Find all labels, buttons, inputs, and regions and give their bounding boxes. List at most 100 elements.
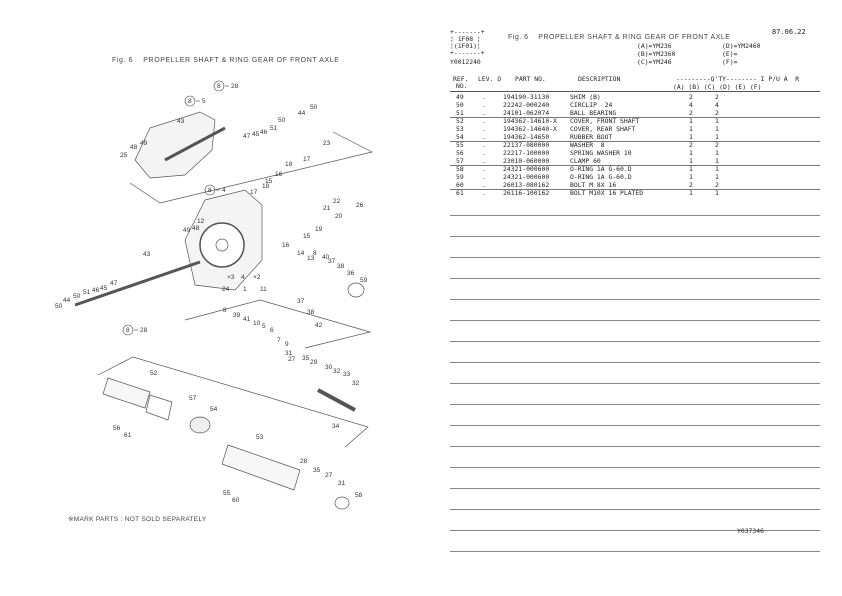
fig-title: Fig. 6 PROPELLER SHAFT & RING GEAR OF FR… xyxy=(508,34,731,41)
header-divider xyxy=(450,91,820,92)
part-callout: 8 xyxy=(223,307,227,314)
ruled-line xyxy=(450,467,820,468)
table-cell-description: RUBBER BOOT xyxy=(570,133,613,141)
part-callout: 23 xyxy=(323,140,331,147)
reference-circle-label: 8 xyxy=(126,327,130,334)
table-cell-qty-b: 1 xyxy=(689,173,693,181)
table-cell-qty-b: 1 xyxy=(689,117,693,125)
date: 87.06.22 xyxy=(772,28,806,36)
table-cell-description: CIRCLIP 24 xyxy=(570,101,613,109)
sheet-box-line: ¦ 1F08 ¦ xyxy=(450,35,481,43)
group-outline-lower xyxy=(97,356,369,448)
part-callout: 35 xyxy=(313,467,321,474)
reference-circle-label: 8 xyxy=(188,98,192,105)
table-cell-description: BOLT M 8X 16 xyxy=(570,181,617,189)
part-callout: 50 xyxy=(55,303,63,310)
table-cell-description: WASHER 8 xyxy=(570,141,605,149)
table-cell-level: . xyxy=(482,141,486,149)
part-callout: 16 xyxy=(275,171,283,178)
part-callout: 28 xyxy=(140,327,148,334)
model-a: (A)=YM236 xyxy=(637,42,672,50)
part-callout: 18 xyxy=(262,183,270,190)
part-callout: 47 xyxy=(243,133,251,140)
part-callout: 32 xyxy=(352,380,360,387)
ruled-line xyxy=(450,509,820,510)
table-cell-qty-d: 1 xyxy=(715,117,719,125)
part-callout: 5 xyxy=(202,98,206,105)
part-callout: 44 xyxy=(298,110,306,117)
ruled-line xyxy=(450,299,820,300)
part-callout: 5 xyxy=(262,323,266,330)
part-callout: 35 xyxy=(302,355,310,362)
group-divider xyxy=(450,165,820,166)
part-callout: 50 xyxy=(278,117,286,124)
table-cell-part-no: 24101-062074 xyxy=(503,109,550,117)
ruled-line xyxy=(450,341,820,342)
part-callout: 60 xyxy=(232,497,240,504)
part-callout: 38 xyxy=(337,263,345,270)
table-cell-part-no: 194362-14650 xyxy=(503,133,550,141)
part-callout: 40 xyxy=(322,254,330,261)
table-cell-level: . xyxy=(482,181,486,189)
part-callout: 37 xyxy=(297,298,305,305)
col-ref: REF. xyxy=(453,75,469,83)
ruled-line xyxy=(450,320,820,321)
part-callout: 14 xyxy=(297,250,305,257)
model-c: (C)=YM246 xyxy=(637,58,672,66)
part-callout: 41 xyxy=(243,316,251,323)
part-callout: 28 xyxy=(300,458,308,465)
ruled-line xyxy=(450,446,820,447)
part-callout: 58 xyxy=(355,492,363,499)
part-callout: 54 xyxy=(210,406,218,413)
reference-circle xyxy=(213,80,225,92)
group-divider xyxy=(450,189,820,190)
figure-title: Fig. 6 PROPELLER SHAFT & RING GEAR OF FR… xyxy=(112,57,340,64)
table-cell-description: CLAMP 60 xyxy=(570,157,601,165)
table-cell-qty-d: 2 xyxy=(715,141,719,149)
table-cell-level: . xyxy=(482,189,486,197)
part-callout: 27 xyxy=(325,472,333,479)
part-callout: 49 xyxy=(140,140,148,147)
part-callout: 33 xyxy=(343,371,351,378)
table-cell-ref-no: 60 xyxy=(456,181,464,189)
table-cell-qty-b: 1 xyxy=(689,133,693,141)
table-cell-qty-b: 1 xyxy=(689,149,693,157)
table-cell-description: O-RING 1A G-60.D xyxy=(570,165,632,173)
group-outline-middle xyxy=(184,299,372,349)
table-cell-level: . xyxy=(482,165,486,173)
part-callout: 45 xyxy=(252,131,260,138)
table-cell-qty-b: 2 xyxy=(689,181,693,189)
table-cell-description: COVER, REAR SHAFT xyxy=(570,125,636,133)
part-callout: 31 xyxy=(338,480,346,487)
part-callout: 16 xyxy=(282,242,290,249)
part-callout: 59 xyxy=(360,277,368,284)
table-cell-qty-b: 1 xyxy=(689,157,693,165)
table-cell-ref-no: 59 xyxy=(456,173,464,181)
table-cell-qty-b: 1 xyxy=(689,189,693,197)
shaft-cover-front xyxy=(102,377,151,409)
part-callout: 11 xyxy=(260,286,267,293)
table-cell-level: . xyxy=(482,157,486,165)
part-callout: 46 xyxy=(92,287,100,294)
ruled-line xyxy=(450,404,820,405)
table-cell-part-no: 22242-000240 xyxy=(503,101,550,109)
ruled-line xyxy=(450,236,820,237)
axle-housing-upper xyxy=(134,111,216,179)
table-cell-qty-d: 1 xyxy=(715,125,719,133)
table-cell-qty-b: 1 xyxy=(689,165,693,173)
part-callout: 34 xyxy=(332,423,340,430)
part-callout: 56 xyxy=(113,425,121,432)
table-cell-qty-d: 2 xyxy=(715,109,719,117)
part-callout: 61 xyxy=(124,432,132,439)
part-callout: 25 xyxy=(120,152,128,159)
col-description: DESCRIPTION xyxy=(578,75,621,83)
table-cell-description: O-RING 1A G-60.D xyxy=(570,173,632,181)
model-d: (D)=YM2460 xyxy=(722,42,761,50)
table-cell-ref-no: 49 xyxy=(456,93,464,101)
table-cell-part-no: 24321-000600 xyxy=(503,165,550,173)
ruled-line xyxy=(450,551,820,552)
model-b: (B)=YM2360 xyxy=(637,50,676,58)
part-callout: 53 xyxy=(256,434,264,441)
table-cell-level: . xyxy=(482,101,486,109)
